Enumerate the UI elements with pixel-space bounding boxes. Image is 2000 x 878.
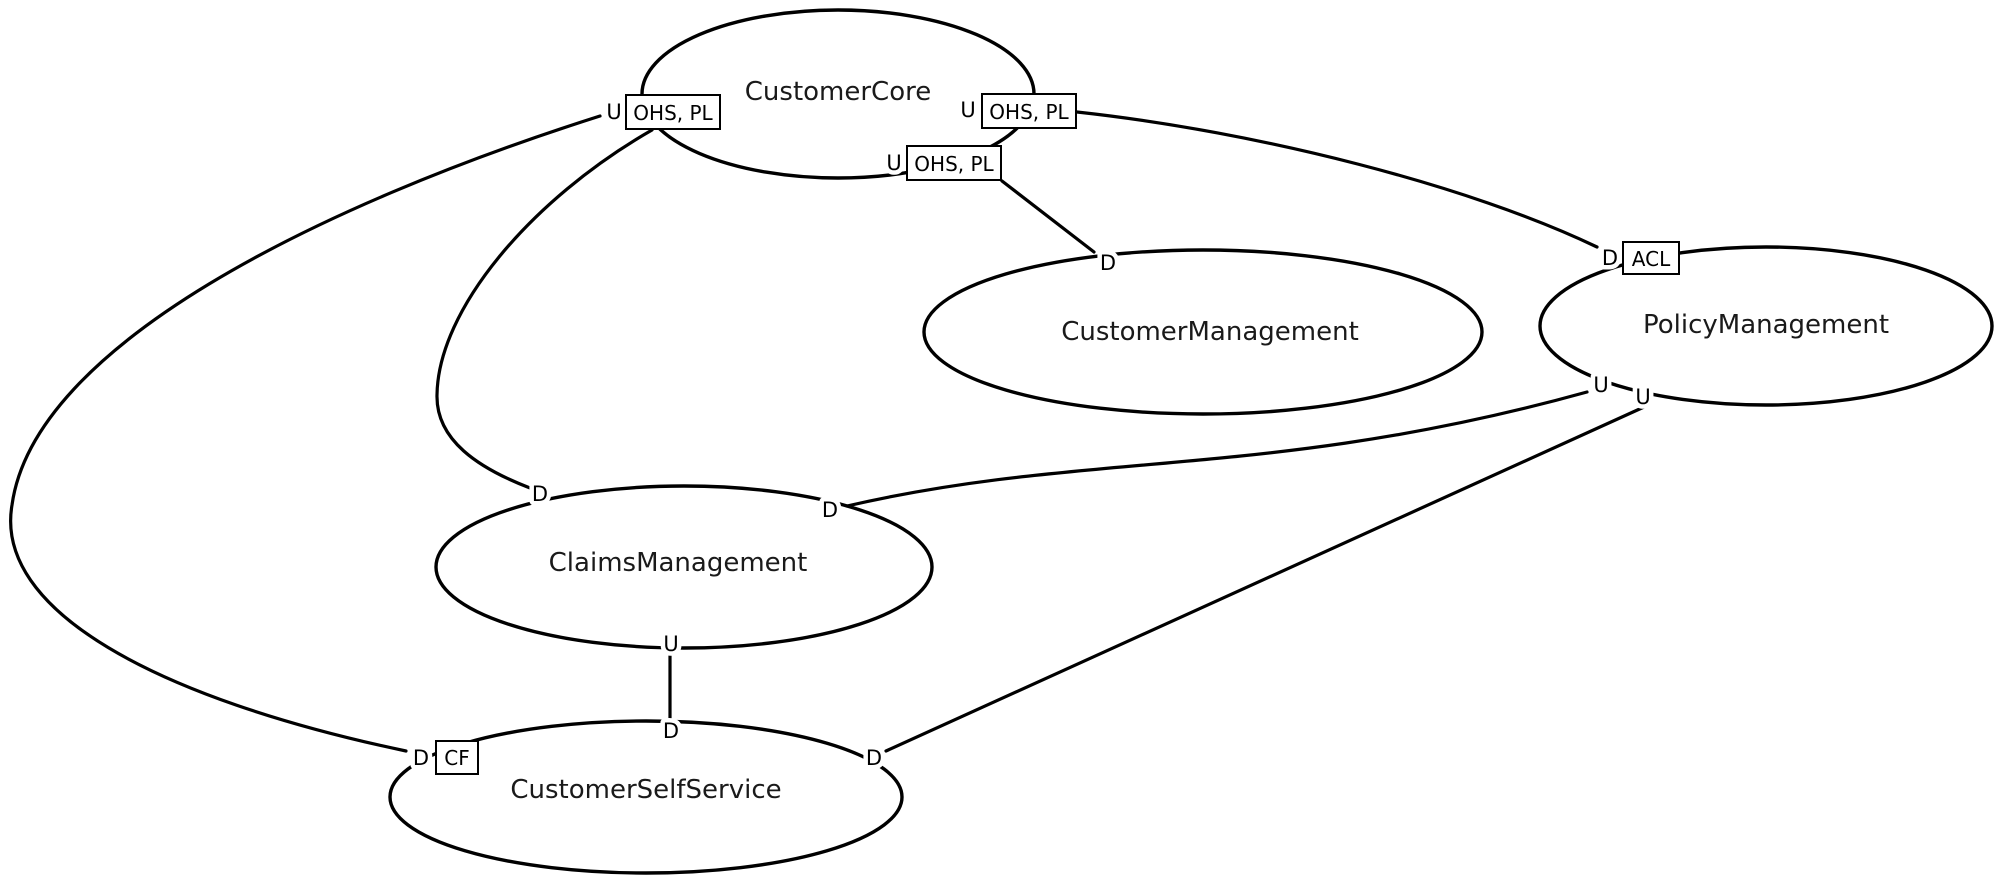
context-label-policy-management: PolicyManagement	[1643, 310, 1889, 340]
upstream-role-label-customer-core-left: U	[606, 100, 621, 124]
pattern-box-rect	[981, 93, 1077, 129]
context-ellipse-customer-self-service	[388, 719, 904, 875]
edge-customercore-customerselfservice	[9, 114, 602, 753]
edge-policymanagement-customerselfservice	[884, 405, 1646, 753]
upstream-role-label-policy-management-1: U	[1593, 373, 1608, 397]
pattern-box-acl: ACL	[1622, 241, 1680, 275]
context-ellipse-claims-management	[434, 484, 934, 650]
downstream-role-label-policy-management-acl: D	[1602, 246, 1618, 270]
downstream-role-label-customer-management: D	[1100, 251, 1116, 275]
pattern-box-rect	[906, 145, 1002, 181]
pattern-box-ohs-pl-left: OHS, PL	[625, 94, 721, 130]
downstream-role-label-customer-self-service-top: D	[663, 719, 679, 743]
edge-policymanagement-claimsmanagement	[845, 390, 1589, 508]
pattern-box-rect	[1622, 241, 1680, 275]
pattern-label-cf: CF	[444, 746, 469, 770]
downstream-role-label-customer-self-service-cf: D	[413, 746, 429, 770]
context-label-claims-management: ClaimsManagement	[549, 548, 808, 578]
pattern-box-ohs-pl-right: OHS, PL	[981, 93, 1077, 129]
upstream-role-label-customer-core-right: U	[960, 98, 975, 122]
pattern-box-cf: CF	[435, 740, 479, 775]
context-ellipse-policy-management	[1538, 245, 1994, 407]
edge-customercore-policymanagement	[1075, 110, 1599, 249]
upstream-role-label-customer-core-middle: U	[886, 151, 901, 175]
downstream-role-label-claims-management-left: D	[532, 482, 548, 506]
context-ellipse-customer-management	[922, 248, 1484, 416]
pattern-box-ohs-pl-middle: OHS, PL	[906, 145, 1002, 181]
pattern-label-ohs-pl-right: OHS, PL	[989, 100, 1069, 124]
context-label-customer-management: CustomerManagement	[1061, 317, 1359, 347]
edge-customercore-claimsmanagement	[435, 128, 654, 490]
edge-customercore-customermanagement	[1000, 179, 1096, 254]
downstream-role-label-claims-management-right: D	[822, 498, 838, 522]
pattern-label-acl: ACL	[1632, 247, 1671, 271]
context-label-customer-self-service: CustomerSelfService	[510, 775, 781, 805]
upstream-role-label-claims-management: U	[663, 632, 678, 656]
pattern-label-ohs-pl-middle: OHS, PL	[914, 152, 994, 176]
pattern-box-rect	[625, 94, 721, 130]
upstream-role-label-policy-management-2: U	[1635, 385, 1650, 409]
pattern-box-rect	[435, 740, 479, 775]
context-label-customer-core: CustomerCore	[745, 77, 931, 107]
pattern-label-ohs-pl-left: OHS, PL	[633, 101, 713, 125]
downstream-role-label-customer-self-service-right: D	[866, 746, 882, 770]
